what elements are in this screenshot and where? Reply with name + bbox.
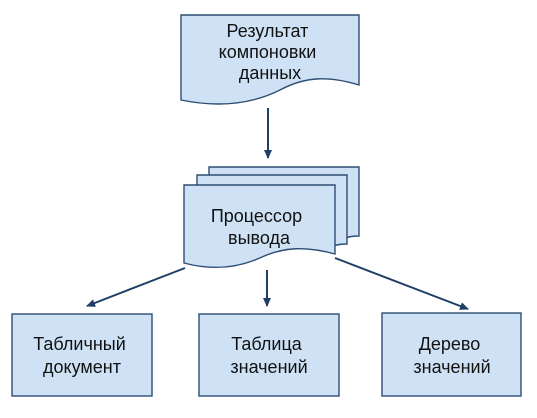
document-shape bbox=[180, 14, 360, 105]
box-shape bbox=[11, 313, 153, 397]
node-result-label: Результат компоновки данных bbox=[219, 21, 322, 83]
node-table-doc-label: Табличный документ bbox=[33, 334, 131, 377]
node-value-table-label: Таблица значений bbox=[230, 334, 307, 377]
box-shape bbox=[198, 313, 340, 397]
node-table-doc: Табличный документ bbox=[11, 313, 153, 397]
edge-processor-to-value-tree bbox=[334, 257, 469, 310]
box-shape bbox=[381, 312, 522, 397]
document-shape-front bbox=[183, 184, 336, 269]
node-value-tree-label: Дерево значений bbox=[413, 334, 490, 377]
node-value-table: Таблица значений bbox=[198, 313, 340, 397]
node-result: Результат компоновки данных bbox=[180, 14, 360, 105]
edge-processor-to-table-doc bbox=[86, 267, 186, 307]
node-processor: Процессор вывода bbox=[183, 166, 360, 269]
node-value-tree: Дерево значений bbox=[381, 312, 522, 397]
node-processor-label: Процессор вывода bbox=[211, 206, 307, 248]
